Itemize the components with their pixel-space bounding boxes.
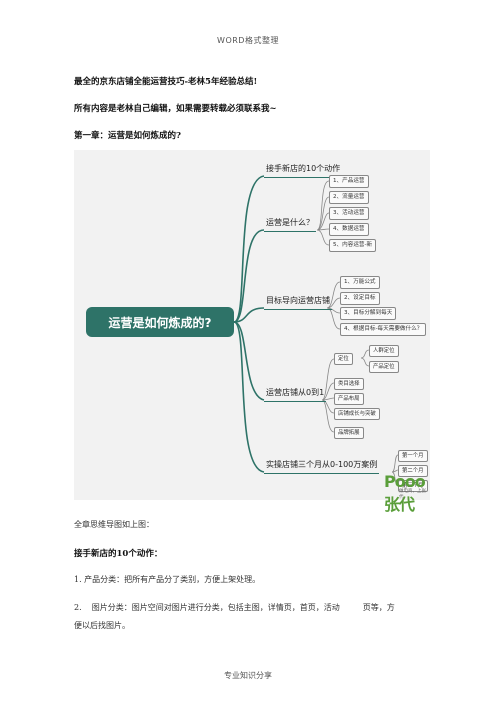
node-audience-positioning: 人群定位 bbox=[369, 345, 399, 357]
page-header: WORD格式整理 bbox=[217, 36, 279, 45]
branch-1: 接手新店的10个动作 bbox=[264, 161, 343, 178]
list-item-1: 1. 产品分类：把所有产品分了类别，方便上架处理。 bbox=[74, 575, 261, 584]
mindmap-root: 运营是如何炼成的? bbox=[86, 307, 234, 337]
chapter-1-heading: 第一章：运营是如何炼成的? bbox=[74, 131, 181, 141]
mindmap-connectors bbox=[233, 175, 399, 486]
node-growth: 店铺成长与突破 bbox=[334, 408, 380, 420]
watermark-subtitle: 做电商，上张代 bbox=[399, 489, 426, 500]
node-formula: 1、万能公式 bbox=[340, 276, 380, 289]
node-product-ops: 1、产品运营 bbox=[329, 175, 369, 188]
branch-5: 实操店铺三个月从0-100万案例 bbox=[264, 457, 380, 474]
section-heading: 接手新店的10个动作： bbox=[74, 549, 163, 559]
node-activity-ops: 3、活动运营 bbox=[329, 207, 369, 220]
list-item-2-line-2: 便以后找图片。 bbox=[74, 621, 130, 630]
doc-title-line-1: 最全的京东店铺全能运营技巧-老林5年经验总结! bbox=[74, 77, 258, 87]
branch-3: 目标导向运营店铺 bbox=[264, 293, 332, 310]
node-month-1: 第一个月 bbox=[398, 450, 428, 462]
node-month-3: 第三个月 bbox=[398, 480, 428, 492]
node-month-2: 第二个月 bbox=[398, 465, 428, 477]
node-product-layout: 产品布局 bbox=[334, 393, 364, 405]
branch-4: 运营店铺从0到1 bbox=[264, 385, 327, 402]
node-daily-goal: 3、目标分解到每天 bbox=[340, 307, 397, 320]
doc-title-line-2: 所有内容是老林自己编辑，如果需要转载必须联系我~ bbox=[74, 104, 277, 114]
node-brand: 品牌拓展 bbox=[334, 427, 364, 439]
mindmap-image: 运营是如何炼成的? 接手新店的10个动作 运营是什么？ 目标导向运营店铺 运营店… bbox=[74, 150, 430, 514]
page-footer: 专业知识分享 bbox=[224, 671, 272, 680]
caption: 全章思维导图如上图： bbox=[74, 520, 154, 529]
node-daily-tasks: 4、根据目标-每天需要做什么？ bbox=[340, 323, 427, 336]
node-set-goal: 2、设定目标 bbox=[340, 292, 380, 305]
branch-2: 运营是什么？ bbox=[264, 215, 316, 232]
watermark-logo: Pooo张代 bbox=[384, 472, 426, 514]
list-item-2-line-1: 2. 图片分类：图片空间对图片进行分类，包括主图，详情页，首页，活动 页等，方 bbox=[74, 603, 395, 612]
node-positioning: 定位 bbox=[334, 353, 353, 365]
node-content-ops: 5、内容运营-新 bbox=[329, 239, 377, 252]
node-product-positioning: 产品定位 bbox=[369, 361, 399, 373]
node-traffic-ops: 2、流量运营 bbox=[329, 191, 369, 204]
node-category: 类目选择 bbox=[334, 378, 364, 390]
node-data-ops: 4、数据运营 bbox=[329, 223, 369, 236]
